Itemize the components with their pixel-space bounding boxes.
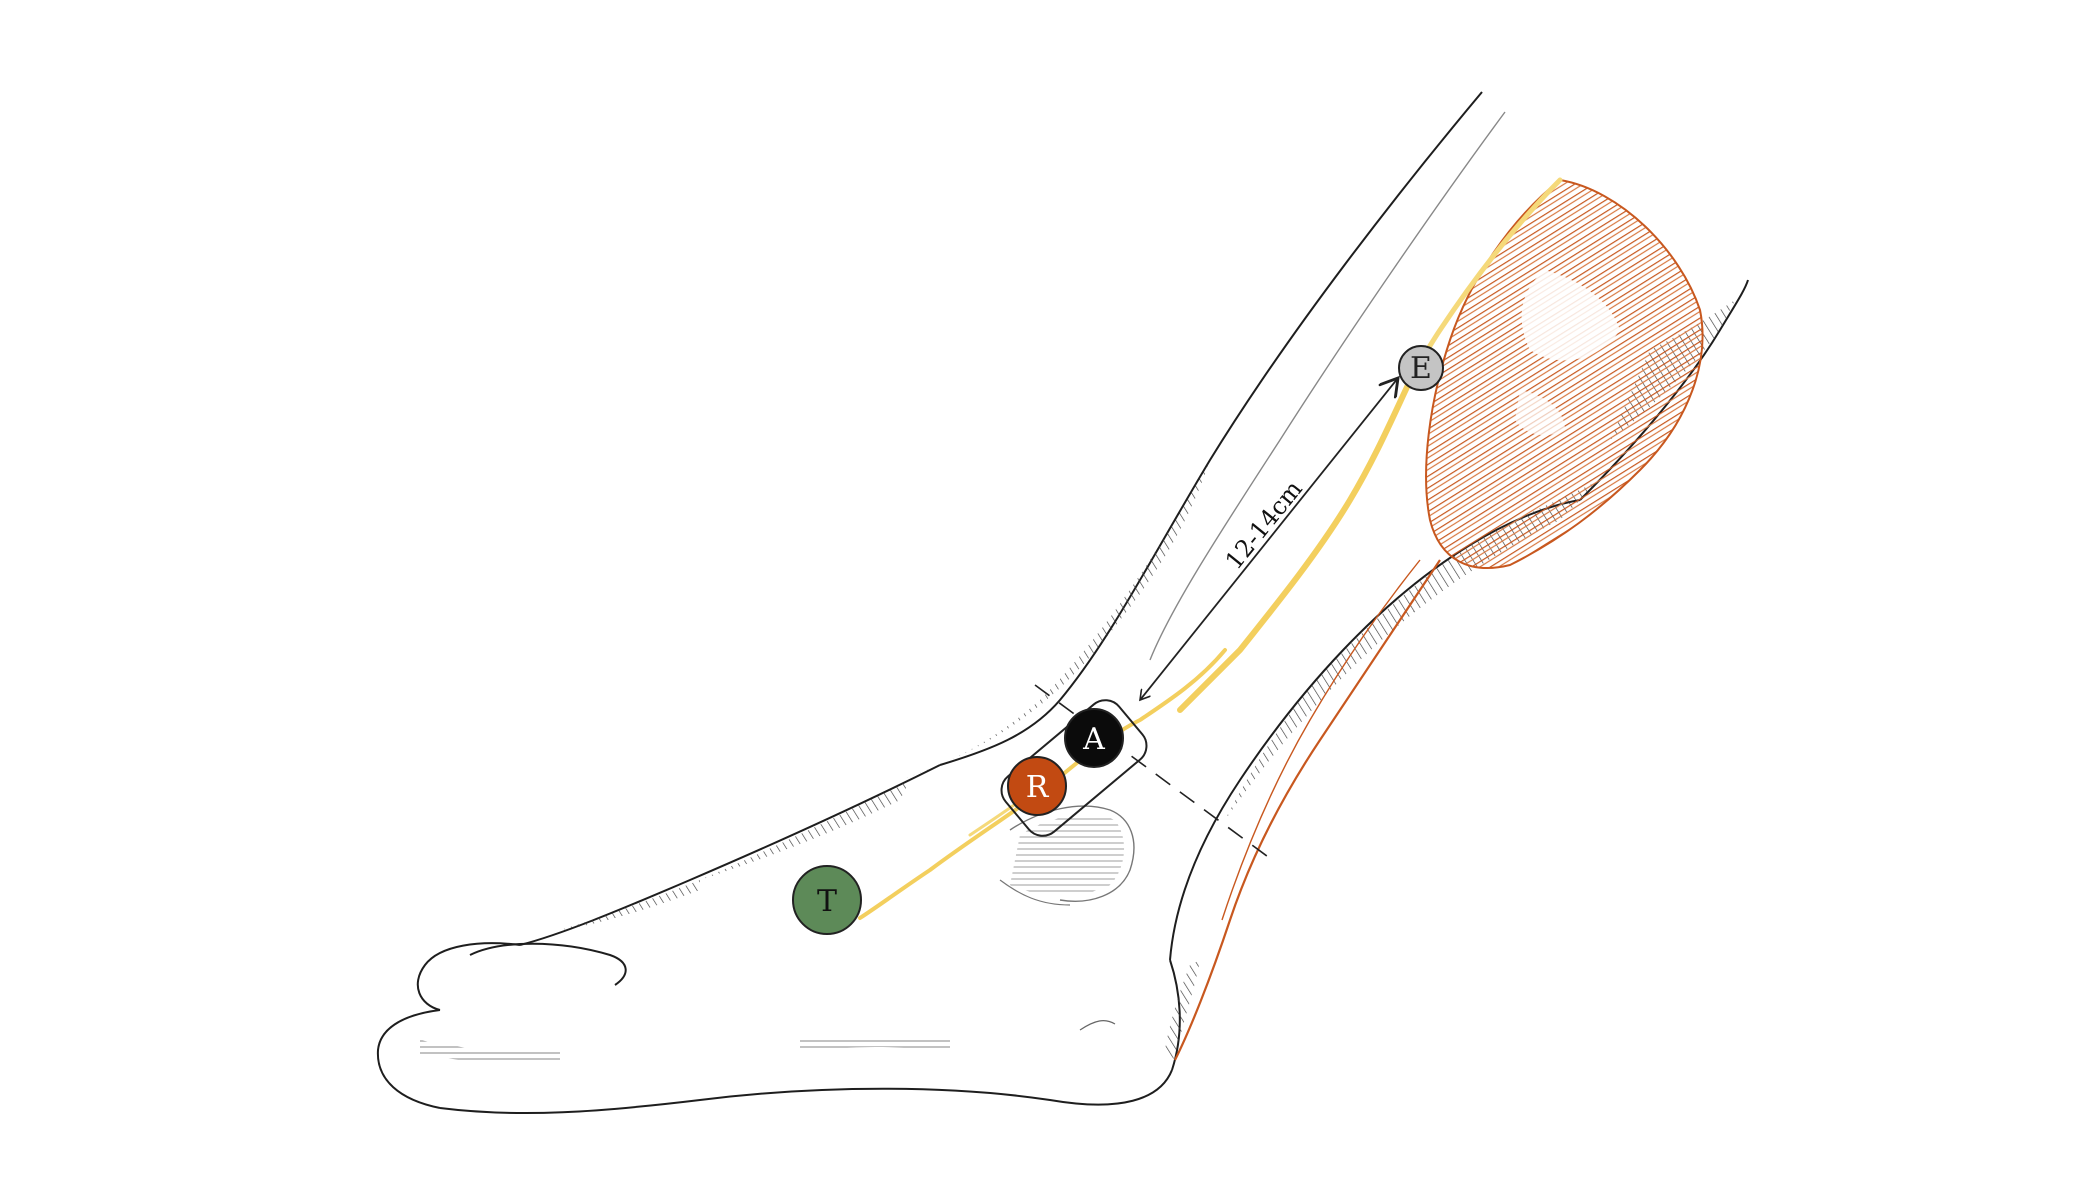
superficial-peroneal-nerve (1177, 357, 1423, 713)
calf-muscle (1174, 178, 1704, 1061)
measurement-label: 12-14cm (1220, 475, 1308, 575)
ankle-block-guides (1000, 684, 1276, 863)
leg-foot-outline (376, 91, 1749, 1115)
marker-E-circle (1398, 345, 1444, 391)
marker-E: E (1398, 345, 1444, 391)
measurement-arrow (1139, 378, 1398, 701)
marker-A-label: A (1082, 722, 1105, 757)
marker-R-label: R (1026, 770, 1050, 805)
marker-R-circle (1007, 756, 1067, 816)
marker-A: A (1064, 708, 1124, 768)
marker-A-circle (1064, 708, 1124, 768)
marker-T: T (792, 865, 862, 935)
anterior-compartment-box (1000, 699, 1148, 837)
marker-E-label: E (1410, 351, 1432, 386)
marker-T-label: T (817, 884, 837, 919)
marker-T-circle (792, 865, 862, 935)
marker-R: R (1007, 756, 1067, 816)
